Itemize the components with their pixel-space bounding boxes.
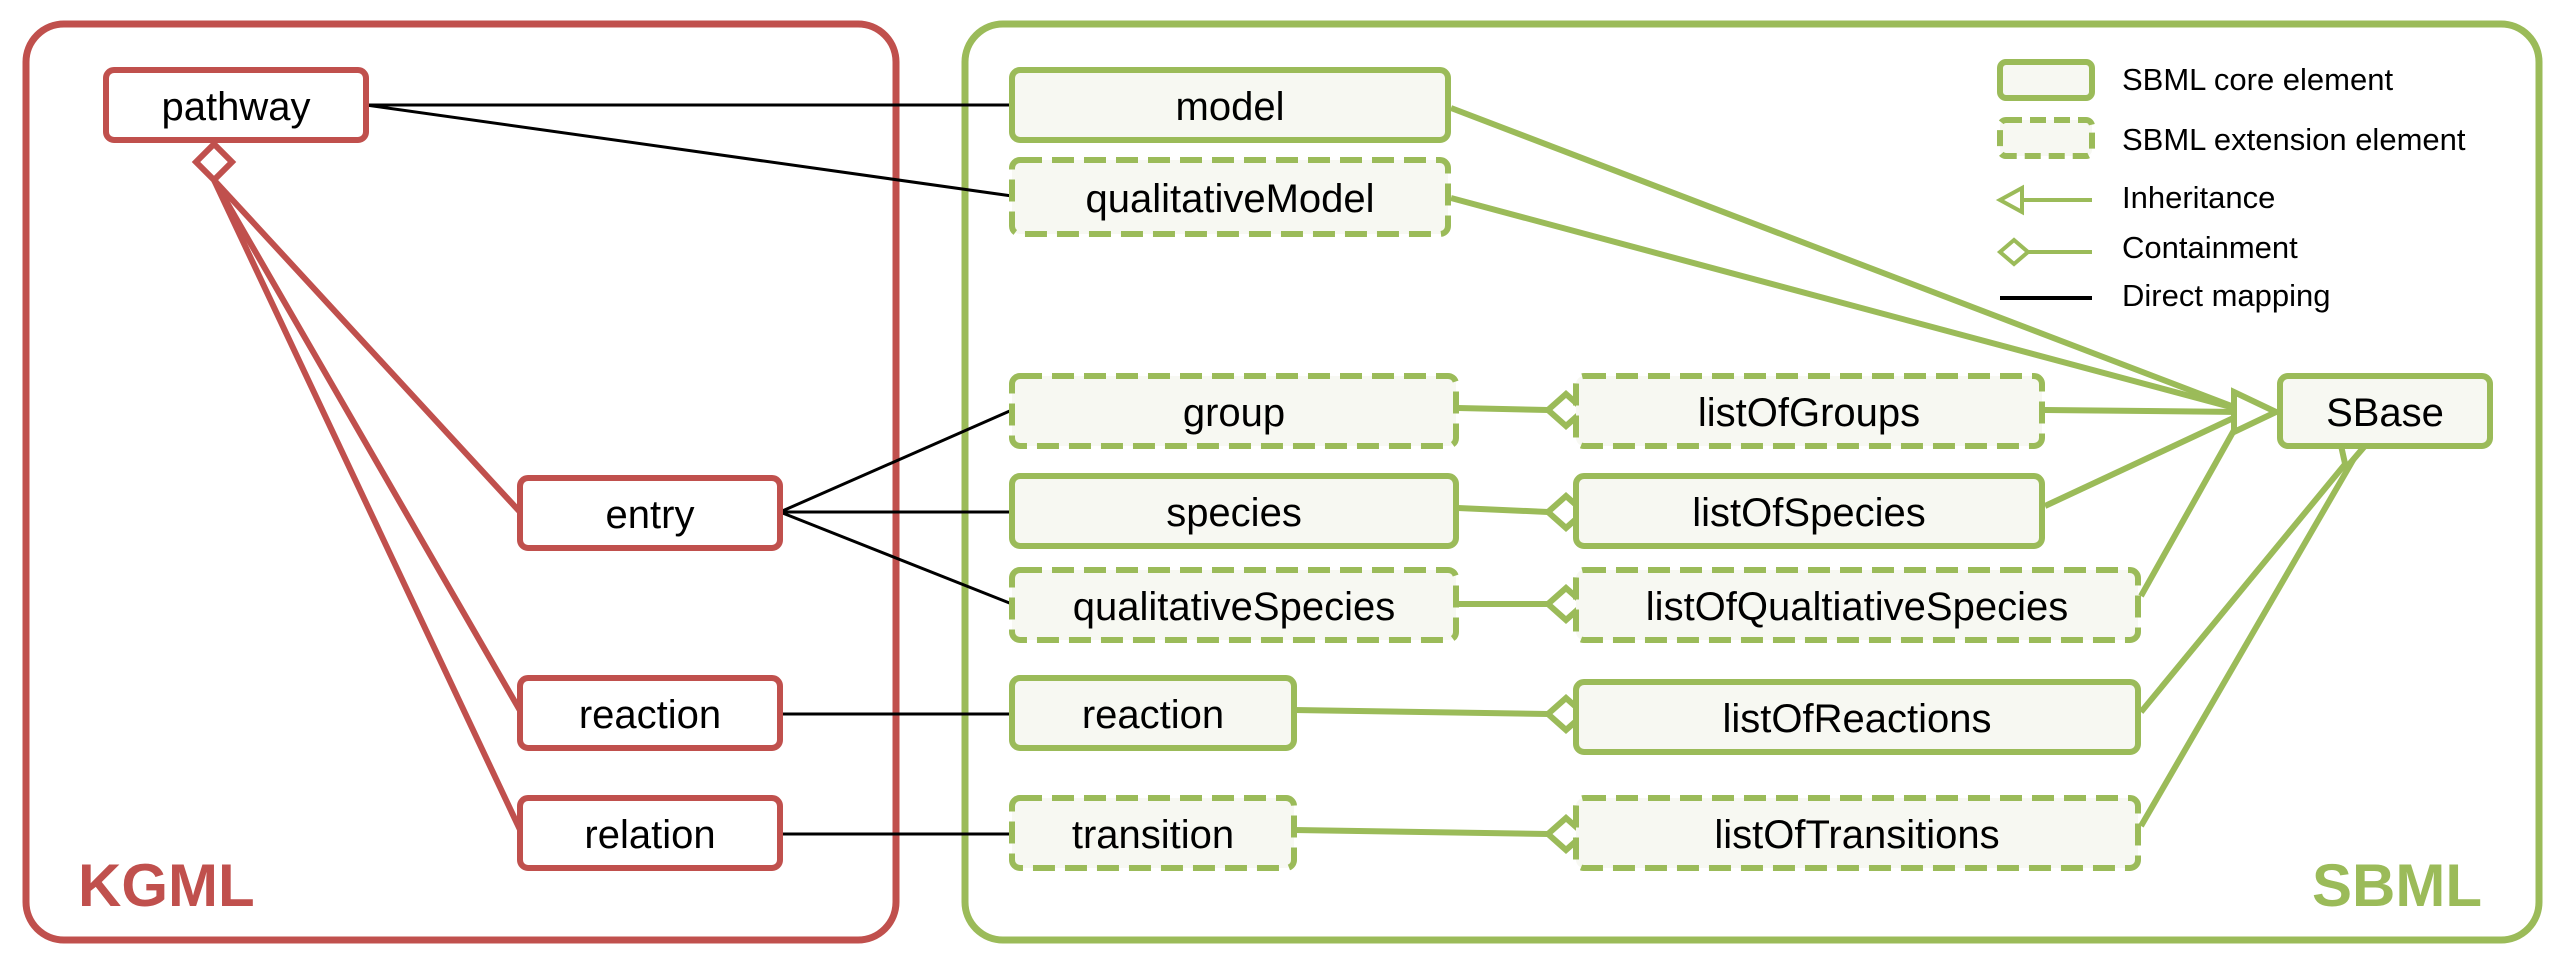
- legend-inheritance-arrow-icon: [1995, 184, 2024, 216]
- sbml-reaction-node: [1009, 675, 1297, 751]
- inheritance-edge-listofgroups: [2044, 407, 2243, 415]
- kgml-title: KGML: [78, 852, 255, 919]
- kgml-entry-node: [517, 475, 783, 551]
- sbml-listofqualitativespecies-label: listOfQualtiativeSpecies: [1646, 585, 2068, 629]
- sbml-listofreactions-label: listOfReactions: [1723, 697, 1992, 741]
- diamond-icon: [191, 139, 237, 185]
- inheritance-edge-model: [1449, 105, 2244, 413]
- legend-core-swatch: [1997, 59, 2095, 101]
- inheritance-edge-listofqualitativespecies: [2138, 414, 2245, 598]
- legend-extension-label: SBML extension element: [2122, 122, 2466, 157]
- inheritance-edge-qualitativemodel: [1450, 195, 2243, 413]
- sbml-species-node: [1009, 473, 1459, 549]
- sbml-listofreactions-node: [1573, 679, 2141, 755]
- kgml-reaction-node: [517, 675, 783, 751]
- sbml-panel: [961, 20, 2543, 944]
- sbml-title: SBML: [2312, 852, 2482, 919]
- mapping-edge-pathway-qualitativemodel: [365, 103, 1013, 198]
- sbml-sbase-node: [2277, 373, 2493, 449]
- sbml-listoftransitions-label: listOfTransitions: [1714, 813, 1999, 857]
- containment-edge-pathway-relation: [211, 178, 525, 836]
- legend-inheritance-label: Inheritance: [2122, 180, 2275, 215]
- sbml-listofgroups-label: listOfGroups: [1698, 391, 1920, 435]
- kgml-relation-label: relation: [584, 813, 715, 857]
- kgml-relation-node: [517, 795, 783, 871]
- sbml-model-node: [1009, 67, 1451, 143]
- sbml-listoftransitions-node: [1573, 795, 2141, 871]
- sbml-listofspecies-label: listOfSpecies: [1692, 491, 1925, 535]
- kgml-pathway-node: [103, 67, 369, 143]
- sbml-sbase-label: SBase: [2326, 391, 2444, 435]
- sbml-model-label: model: [1176, 85, 1285, 129]
- sbml-listofgroups-node: [1573, 373, 2045, 449]
- sbml-group-node: [1009, 373, 1459, 449]
- sbml-qualitativemodel-node: [1009, 157, 1451, 237]
- legend-core-label: SBML core element: [2122, 62, 2393, 97]
- inheritance-edge-listoftransitions: [2138, 446, 2363, 828]
- sbml-qualitativespecies-label: qualitativeSpecies: [1073, 585, 1395, 629]
- legend: SBML core element SBML extension element…: [1995, 59, 2466, 313]
- sbml-qualitativespecies-node: [1009, 567, 1459, 643]
- legend-containment-diamond-icon: [1996, 237, 2032, 267]
- containment-edge-pathway-reaction: [211, 178, 525, 716]
- kgml-entry-label: entry: [606, 493, 695, 537]
- sbml-reaction-label: reaction: [1082, 693, 1224, 737]
- inheritance-edge-listofreactions: [2138, 444, 2363, 714]
- containment-edge-group: [1457, 405, 1549, 413]
- sbml-transition-label: transition: [1072, 813, 1234, 857]
- sbml-qualitativemodel-label: qualitativeModel: [1085, 177, 1374, 221]
- kgml-reaction-label: reaction: [579, 693, 721, 737]
- kgml-pathway-label: pathway: [162, 85, 311, 129]
- mapping-edge-entry-qualitativespecies: [779, 510, 1013, 606]
- sbml-listofqualitativespecies-node: [1573, 567, 2141, 643]
- legend-mapping-label: Direct mapping: [2122, 278, 2330, 313]
- containment-edge-reaction: [1293, 707, 1549, 717]
- containment-edge-pathway-entry: [211, 177, 523, 515]
- mapping-edge-entry-group: [779, 408, 1013, 514]
- inheritance-edge-listofspecies: [2043, 411, 2244, 509]
- sbml-group-label: group: [1183, 391, 1285, 435]
- sbml-species-label: species: [1166, 491, 1302, 535]
- sbml-transition-node: [1009, 795, 1297, 871]
- kgml-panel: [22, 20, 900, 944]
- sbml-listofspecies-node: [1573, 473, 2045, 549]
- containment-edge-transition: [1293, 827, 1549, 837]
- containment-edge-species: [1457, 505, 1549, 515]
- legend-extension-swatch: [1997, 117, 2095, 159]
- triangle-arrow-icon: [2231, 387, 2283, 437]
- legend-containment-label: Containment: [2122, 230, 2298, 265]
